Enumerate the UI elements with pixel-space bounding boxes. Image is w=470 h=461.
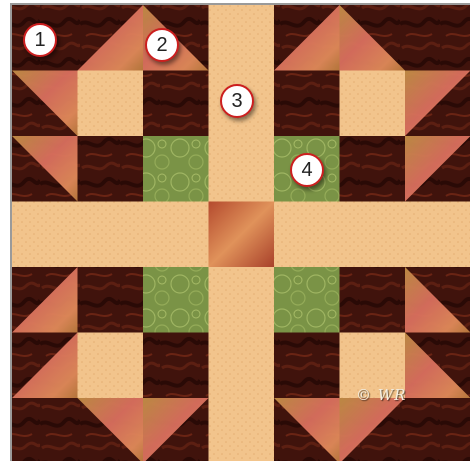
number-badge-1: 1 (23, 23, 57, 57)
tan-square (209, 136, 275, 202)
badge-label: 4 (301, 160, 312, 180)
dark-square (405, 5, 470, 71)
green-square (143, 136, 209, 202)
green-square (274, 267, 340, 333)
tan-square (209, 333, 275, 399)
tan-square (405, 202, 470, 268)
number-badge-3: 3 (220, 84, 254, 118)
tan-square (340, 71, 406, 137)
dark-square (143, 333, 209, 399)
tan-square (78, 333, 144, 399)
dark-square (12, 398, 78, 461)
green-square (143, 267, 209, 333)
tan-square (78, 202, 144, 268)
tan-square (274, 202, 340, 268)
dark-square (78, 267, 144, 333)
badge-label: 2 (156, 35, 167, 55)
tan-square (12, 202, 78, 268)
number-badge-4: 4 (290, 153, 324, 187)
tan-square (78, 71, 144, 137)
badge-label: 3 (231, 91, 242, 111)
dark-square (340, 136, 406, 202)
dark-square (340, 267, 406, 333)
dark-square (78, 136, 144, 202)
tan-square (209, 5, 275, 71)
tan-square (340, 202, 406, 268)
signature-mark: © WR (356, 386, 406, 404)
dark-square (143, 71, 209, 137)
center-square (209, 202, 275, 268)
tan-square (143, 202, 209, 268)
tan-square (209, 267, 275, 333)
dark-square (274, 71, 340, 137)
dark-square (405, 398, 470, 461)
dark-square (274, 333, 340, 399)
tan-square (209, 398, 275, 461)
badge-label: 1 (34, 30, 45, 50)
number-badge-2: 2 (145, 28, 179, 62)
